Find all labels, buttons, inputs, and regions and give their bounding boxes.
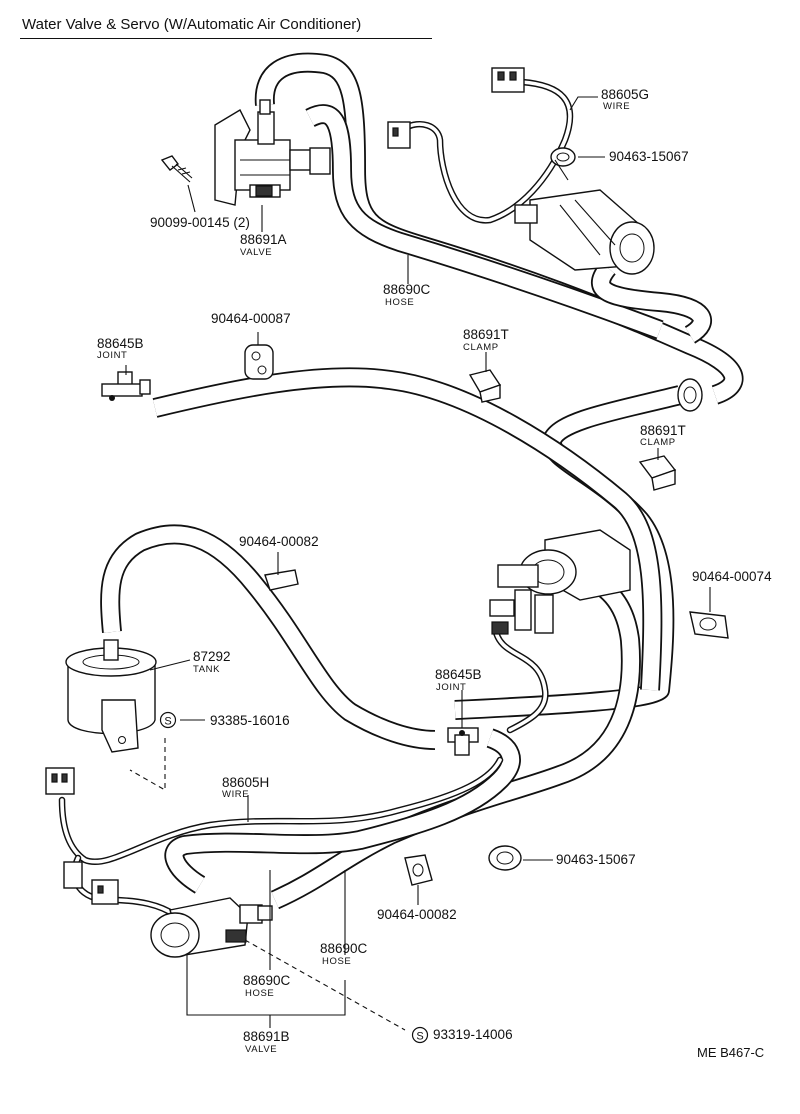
hose-clamp-icon xyxy=(404,854,433,886)
part-number-88691b: 88691B xyxy=(243,1029,290,1044)
water-valve-assembly-icon xyxy=(489,529,631,635)
part-name-tank: TANK xyxy=(193,664,221,675)
wire-valve-harness xyxy=(491,624,549,734)
wire-connector-icon xyxy=(45,767,119,905)
part-name-joint: JOINT xyxy=(97,350,128,361)
part-number-87292: 87292 xyxy=(193,649,231,664)
diagram-title: Water Valve & Servo (W/Automatic Air Con… xyxy=(22,16,362,33)
part-number-88690c-upper: 88690C xyxy=(383,282,431,297)
vacuum-valve-icon xyxy=(150,897,273,958)
hose-clamp-icon xyxy=(638,455,677,491)
part-name-valve: VALVE xyxy=(245,1044,278,1055)
svg-text:S: S xyxy=(164,716,171,728)
hose-joint-icon xyxy=(101,371,151,401)
part-name-wire: WIRE xyxy=(222,789,250,800)
wire-connector-icon xyxy=(387,67,525,149)
part-name-hose: HOSE xyxy=(245,988,275,999)
part-name-wire: WIRE xyxy=(603,101,631,112)
part-name-hose: HOSE xyxy=(385,297,415,308)
part-number-90463-15067-top: 90463-15067 xyxy=(609,149,689,164)
hose-88690c-upper xyxy=(254,52,744,405)
hose-joint-icon xyxy=(447,727,479,756)
hose-clamp-icon xyxy=(488,845,522,871)
part-number-88690c-right: 88690C xyxy=(320,941,368,956)
svg-text:S: S xyxy=(416,1031,423,1043)
part-name-clamp: CLAMP xyxy=(463,342,499,353)
hose-joint-to-right xyxy=(152,367,663,691)
bolt-icon xyxy=(160,155,193,183)
part-number-88691t-b: 88691T xyxy=(640,423,686,438)
part-number-88691t-a: 88691T xyxy=(463,327,509,342)
part-number-88645b-top: 88645B xyxy=(97,336,144,351)
hose-lower-long xyxy=(164,565,641,910)
standard-part-symbol: S S xyxy=(159,711,429,1044)
hose-clamp-icon xyxy=(468,369,502,403)
part-name-joint: JOINT xyxy=(436,682,467,693)
part-number-93319-14006: 93319-14006 xyxy=(433,1027,513,1042)
drawing-code: ME B467-C xyxy=(697,1045,765,1060)
part-number-90463-15067-bottom: 90463-15067 xyxy=(556,852,636,867)
part-name-valve: VALVE xyxy=(240,247,273,258)
leader-lines xyxy=(125,96,711,1031)
water-valve-icon xyxy=(214,99,331,206)
part-number-88691a: 88691A xyxy=(240,232,287,247)
servo-motor-icon xyxy=(514,189,655,275)
part-number-90099-00145: 90099-00145 (2) xyxy=(150,215,250,230)
hose-clamp-icon xyxy=(244,344,274,380)
part-number-93385-16016: 93385-16016 xyxy=(210,713,290,728)
part-number-90464-00082-b: 90464-00082 xyxy=(377,907,457,922)
part-name-clamp: CLAMP xyxy=(640,437,676,448)
part-number-88605g: 88605G xyxy=(601,87,650,102)
grommet-icon xyxy=(677,378,703,412)
part-number-90464-00087: 90464-00087 xyxy=(211,311,291,326)
part-number-88605h: 88605H xyxy=(222,775,270,790)
vacuum-tank-icon xyxy=(65,639,157,753)
hose-tank-loop xyxy=(100,524,436,750)
part-number-88645b-mid: 88645B xyxy=(435,667,482,682)
hose-clamp-icon xyxy=(689,611,729,639)
part-number-90464-00082-a: 90464-00082 xyxy=(239,534,319,549)
hose-clamp-icon xyxy=(550,147,576,181)
title-underline xyxy=(20,38,432,39)
part-name-hose: HOSE xyxy=(322,956,352,967)
part-number-90464-00074: 90464-00074 xyxy=(692,569,772,584)
hose-clamp-icon xyxy=(264,569,299,591)
part-number-88690c-bottom: 88690C xyxy=(243,973,291,988)
wire-88605g xyxy=(401,78,574,224)
